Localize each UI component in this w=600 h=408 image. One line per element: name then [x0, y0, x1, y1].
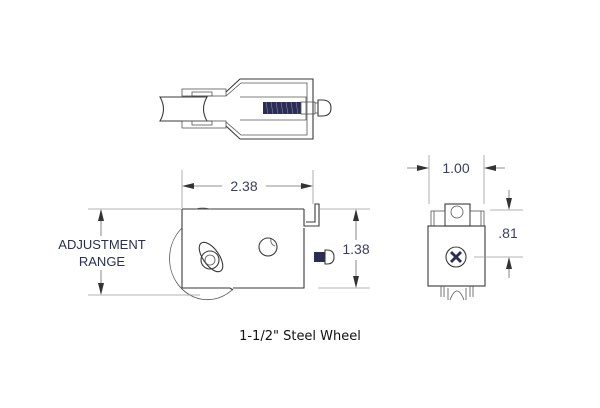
bottom-plate: [181, 120, 227, 129]
drawing-caption: 1-1/2" Steel Wheel: [239, 329, 361, 344]
top-lug: [444, 203, 471, 227]
end-view: 1.00 .81: [407, 155, 523, 301]
offset-dimension-label: .81: [498, 225, 518, 241]
end-body: [427, 225, 486, 287]
side-view: 2.38 1.38 ADJUSTMENT RANGE: [58, 170, 370, 301]
housing-bracket: [225, 78, 314, 140]
height-dimension-label: 1.38: [342, 241, 369, 257]
wing-nut: [198, 241, 224, 273]
adjustment-range-label-line2: RANGE: [79, 254, 126, 269]
phillips-screw: [445, 246, 467, 268]
width-dimension-label: 2.38: [230, 178, 257, 194]
housing-body: [181, 208, 305, 291]
top-view: [159, 78, 332, 140]
wheel-groove: [159, 96, 208, 122]
side-screw-head: [324, 249, 335, 265]
phillips-cross-icon: [450, 251, 462, 263]
bracket-tab: [303, 203, 320, 227]
side-screw-thread: [314, 252, 325, 262]
adjustment-range-label-line1: ADJUSTMENT: [58, 237, 145, 252]
end-width-dimension-label: 1.00: [442, 160, 469, 176]
wheel-outline: [169, 227, 234, 301]
top-plate: [181, 88, 227, 97]
end-wheel: [447, 288, 467, 301]
screw-head: [317, 99, 332, 117]
adjustment-hole: [258, 237, 278, 257]
